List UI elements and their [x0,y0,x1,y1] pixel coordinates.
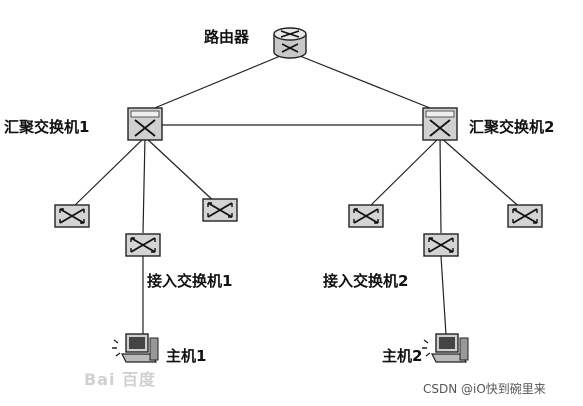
baidu-watermark: Bai 百度 [84,370,157,389]
switch-icon [125,233,161,257]
switch-icon [423,233,459,257]
host2-label: 主机2 [382,347,423,365]
router-label: 路由器 [204,28,250,46]
link-agg2-access2 [439,136,442,234]
link-router-agg2 [289,51,441,113]
host-computer-icon [422,333,469,363]
links [71,51,524,336]
agg2-label: 汇聚交换机2 [469,118,555,136]
switch-icon [348,204,384,228]
switch-icon [202,198,238,222]
link-agg1-access1 [142,136,146,234]
link-agg1-switch-a [71,136,146,209]
host-computer-icon [112,333,159,363]
aggregation-switch-icon [422,107,458,141]
switch-icon [54,204,90,228]
link-agg2-switch-c [365,136,441,211]
csdn-watermark: CSDN @iO快到碗里来 [423,382,546,396]
aggregation-switch-icon [127,107,163,141]
access2-label: 接入交换机2 [323,272,409,290]
access1-label: 接入交换机1 [147,272,233,290]
link-router-agg1 [144,51,291,113]
host1-label: 主机1 [166,347,207,365]
link-agg2-switch-d [439,136,524,211]
agg1-label: 汇聚交换机1 [4,118,90,136]
link-agg1-switch-b [144,136,219,206]
switch-icon [507,204,543,228]
link-access2-host2 [440,255,447,336]
router-icon [273,27,307,59]
